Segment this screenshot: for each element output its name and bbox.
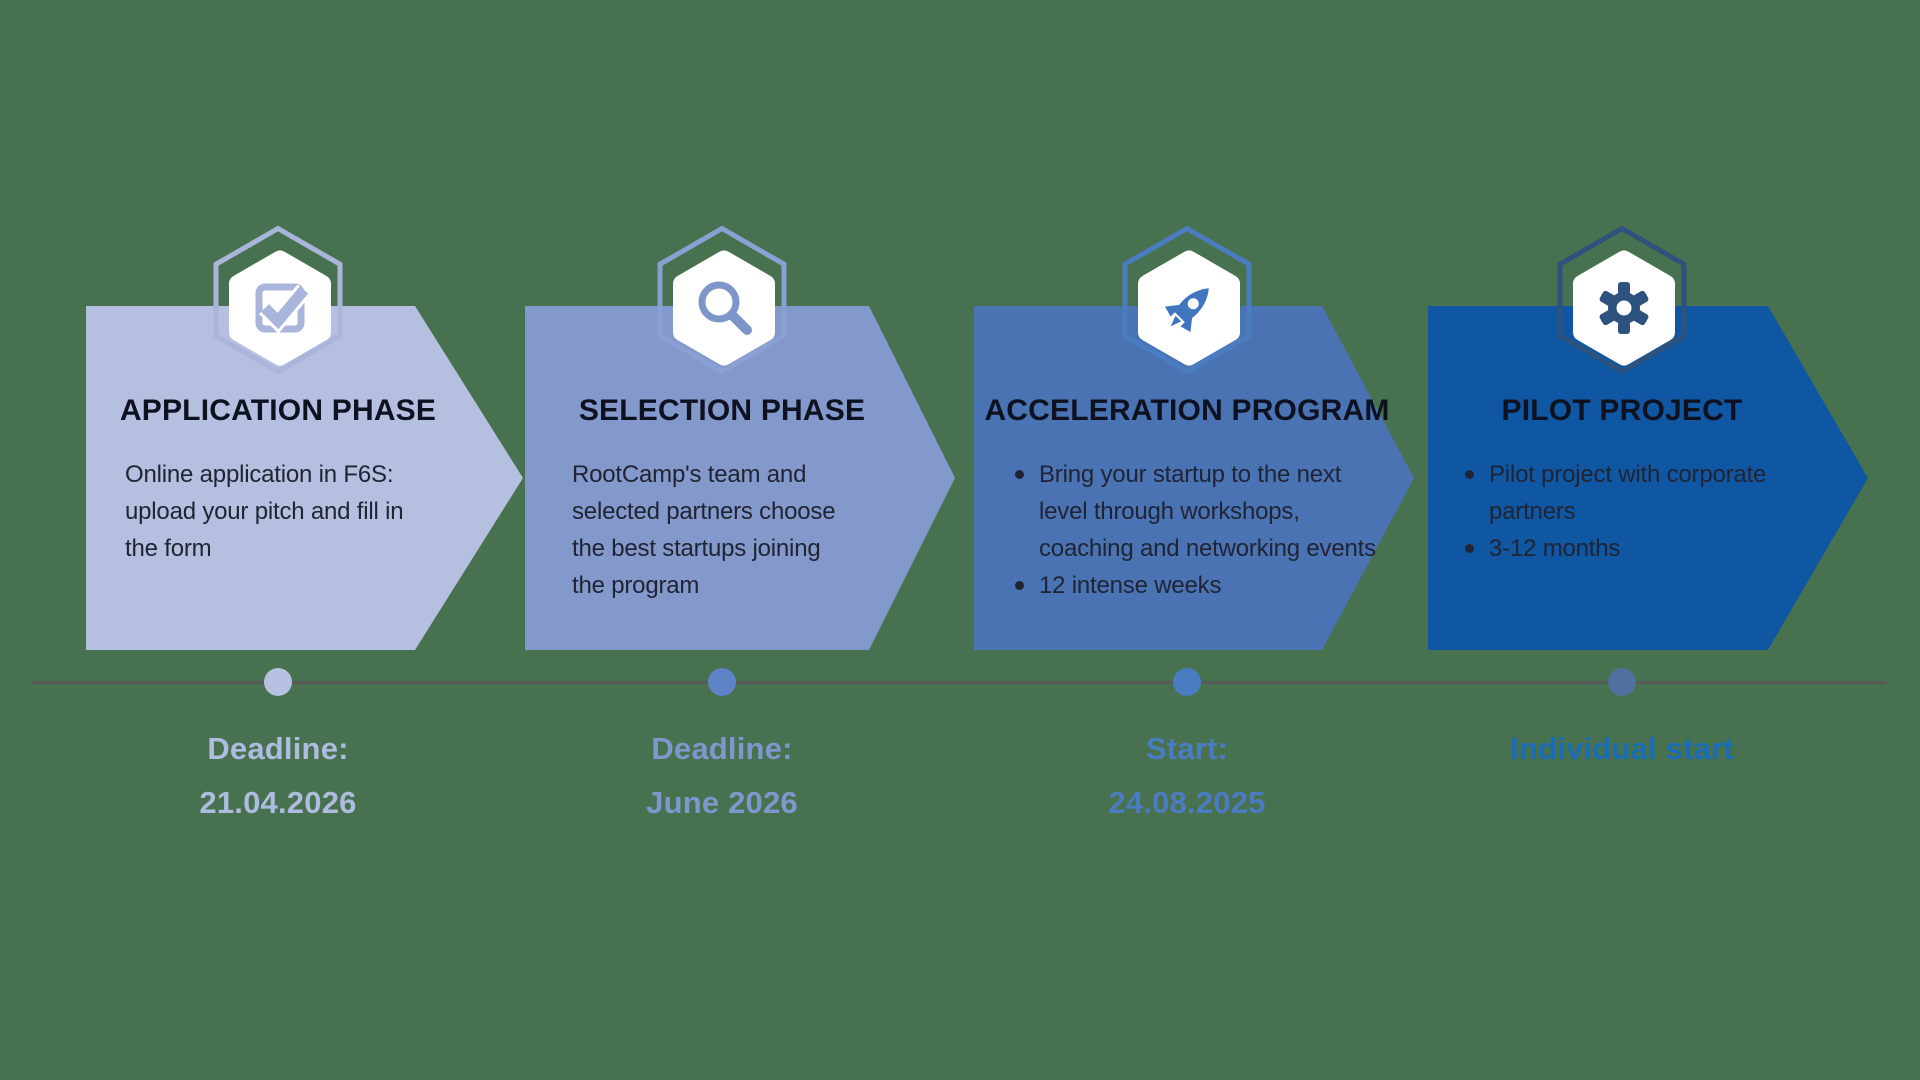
timeline-line xyxy=(32,681,1886,684)
bullet-item: Pilot project with corporate partners xyxy=(1457,456,1787,530)
milestone-line: Start: xyxy=(1145,731,1229,766)
phase-title: ACCELERATION PROGRAM xyxy=(984,394,1390,427)
description-line: selected partners choose xyxy=(572,498,836,525)
arrow-shape xyxy=(86,306,523,650)
phase-card-1: APPLICATION PHASE Online application in F… xyxy=(86,306,523,650)
phase-badge xyxy=(1550,224,1694,384)
phase-title: APPLICATION PHASE xyxy=(119,394,437,427)
milestone-line: June 2026 xyxy=(646,785,798,820)
timeline-dot xyxy=(1173,668,1201,696)
phase-badge xyxy=(650,224,794,384)
description-line: the best startups joining xyxy=(572,535,821,562)
rocket-icon xyxy=(1122,225,1252,375)
phase-badge xyxy=(1115,224,1259,384)
timeline-dot xyxy=(1608,668,1636,696)
milestone-line: Individual start xyxy=(1510,731,1734,766)
phase-title: PILOT PROJECT xyxy=(1501,394,1743,427)
bullet-line: Bring your startup to the next xyxy=(1039,461,1342,488)
phase-card-3: ACCELERATION PROGRAM Bring your startup t… xyxy=(974,306,1414,650)
description-line: upload your pitch and fill in xyxy=(125,498,404,525)
milestone-line: 21.04.2026 xyxy=(199,785,357,820)
bullet-item: Bring your startup to the next level thro… xyxy=(1007,456,1376,567)
milestone-line: Deadline: xyxy=(207,731,349,766)
description-line: Online application in F6S: xyxy=(125,461,394,488)
milestone-label: Deadline: June 2026 xyxy=(502,722,942,830)
timeline-dot xyxy=(708,668,736,696)
phase-title: SELECTION PHASE xyxy=(578,394,866,427)
milestone-line: 24.08.2025 xyxy=(1108,785,1266,820)
phase-card-2: SELECTION PHASE RootCamp's team and select… xyxy=(525,306,955,650)
bullet-item: 3-12 months xyxy=(1457,530,1787,567)
milestone-label: Start: 24.08.2025 xyxy=(967,722,1407,830)
description-line: the program xyxy=(572,572,700,599)
timeline-dot xyxy=(264,668,292,696)
description-line: the form xyxy=(125,535,212,562)
phase-description: RootCamp's team and selected partners cho… xyxy=(572,456,872,604)
arrow-shape xyxy=(1428,306,1868,650)
bullet-line: 3-12 months xyxy=(1489,535,1621,562)
milestone-label: Individual start xyxy=(1402,722,1842,776)
description-line: RootCamp's team and xyxy=(572,461,807,488)
checkbox-icon xyxy=(213,225,343,375)
gear-icon xyxy=(1557,225,1687,375)
magnifier-icon xyxy=(657,225,787,375)
phase-description: Online application in F6S: upload your pi… xyxy=(125,456,431,567)
bullet-line: partners xyxy=(1489,498,1576,525)
phase-description: Pilot project with corporate partners 3-12… xyxy=(1457,456,1787,567)
phase-card-4: PILOT PROJECT Pilot project with corporat… xyxy=(1428,306,1868,650)
phase-badge xyxy=(206,224,350,384)
bullet-item: 12 intense weeks xyxy=(1007,567,1367,604)
phase-description: Bring your startup to the next level thro… xyxy=(1007,456,1376,604)
milestone-line: Deadline: xyxy=(651,731,793,766)
bullet-line: 12 intense weeks xyxy=(1039,572,1222,599)
milestone-label: Deadline: 21.04.2026 xyxy=(58,722,498,830)
bullet-line: coaching and networking events xyxy=(1039,535,1376,562)
bullet-line: level through workshops, xyxy=(1039,498,1300,525)
bullet-line: Pilot project with corporate xyxy=(1489,461,1767,488)
